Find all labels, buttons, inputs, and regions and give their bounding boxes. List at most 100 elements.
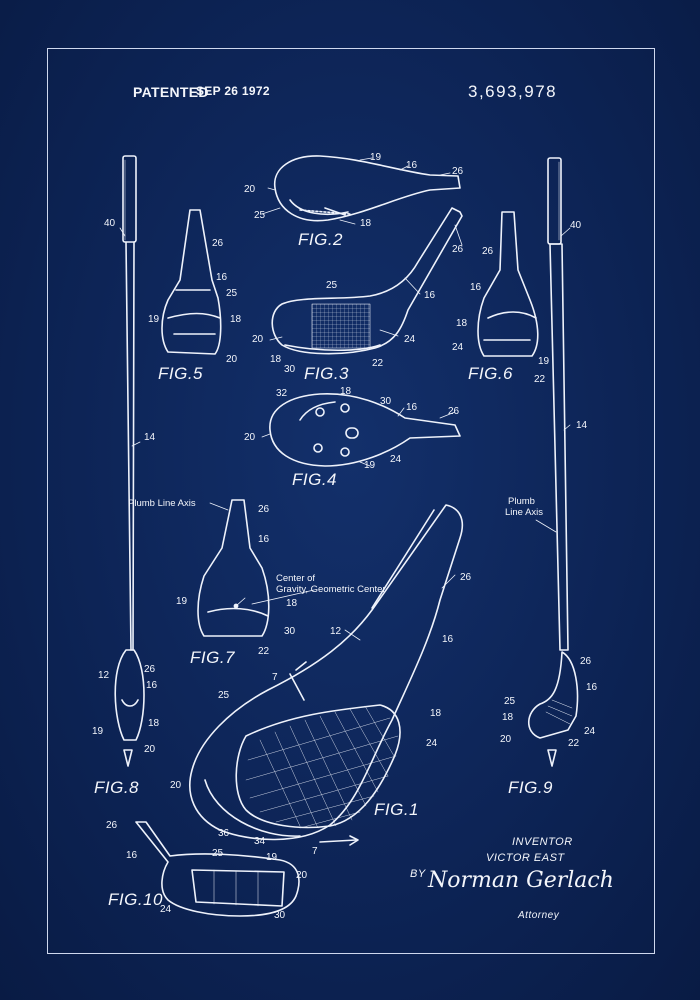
ref-numeral: 16 — [586, 682, 598, 693]
ref-numeral: 16 — [406, 402, 418, 413]
ref-numeral: 34 — [254, 836, 266, 847]
ref-numeral: 24 — [584, 726, 596, 737]
ref-numeral: 16 — [424, 290, 436, 301]
ref-numeral: 30 — [284, 626, 296, 637]
ref-numeral: 20 — [244, 184, 256, 195]
ref-numeral: 12 — [98, 670, 110, 681]
plumb-line-axis-left: Plumb Line Axis — [128, 498, 196, 509]
ref-numeral: 14 — [144, 432, 156, 443]
ref-numeral: 24 — [160, 904, 172, 915]
ref-numeral: 18 — [148, 718, 160, 729]
ref-numeral: 16 — [126, 850, 138, 861]
ref-numeral: 24 — [452, 342, 464, 353]
ref-numeral: 26 — [212, 238, 224, 249]
ref-numeral: 40 — [570, 220, 582, 231]
plumb-line-axis-right-2: Line Axis — [505, 507, 544, 518]
center-label-1: Center of — [276, 573, 316, 584]
fig5-label: FIG.5 — [158, 364, 204, 383]
ref-numeral: 22 — [258, 646, 270, 657]
ref-numeral: 22 — [568, 738, 580, 749]
ref-numeral: 14 — [576, 420, 588, 431]
patent-date: SEP 26 1972 — [196, 84, 270, 98]
ref-numeral: 32 — [276, 388, 288, 399]
ref-numeral: 25 — [218, 690, 230, 701]
ref-numeral: 19 — [148, 314, 160, 325]
fig7-drawing — [197, 499, 270, 637]
ref-numeral: 19 — [370, 152, 382, 163]
ref-numeral: 24 — [390, 454, 402, 465]
ref-numeral: 18 — [270, 354, 282, 365]
ref-numeral: 40 — [104, 218, 116, 229]
fig1-drawing — [189, 504, 464, 846]
fig9-label: FIG.9 — [508, 778, 554, 797]
fig7-label: FIG.7 — [190, 648, 236, 667]
ref-numeral: 30 — [284, 364, 296, 375]
fig9-drawing — [527, 157, 579, 767]
ref-numeral: 16 — [470, 282, 482, 293]
inventor-label: INVENTOR — [512, 836, 573, 848]
fig2-label: FIG.2 — [298, 230, 344, 249]
fig2-drawing — [274, 155, 461, 222]
ref-numeral: 25 — [504, 696, 516, 707]
ref-numeral: 26 — [144, 664, 156, 675]
attorney-signature: Norman Gerlach — [428, 868, 614, 893]
ref-numeral: 7 — [272, 672, 278, 683]
ref-numeral: 26 — [580, 656, 592, 667]
ref-numeral: 16 — [146, 680, 158, 691]
ref-numeral: 20 — [226, 354, 238, 365]
ref-numeral: 18 — [286, 598, 298, 609]
ref-numeral: 18 — [430, 708, 442, 719]
center-label-2: Gravity, Geometric Center — [276, 584, 386, 595]
ref-numeral: 18 — [340, 386, 352, 397]
fig3-label: FIG.3 — [304, 364, 350, 383]
ref-numeral: 30 — [274, 910, 286, 921]
ref-numeral: 24 — [404, 334, 416, 345]
fig3-drawing — [271, 207, 463, 355]
patent-number: 3,693,978 — [468, 82, 558, 101]
ref-numeral: 26 — [452, 166, 464, 177]
fig8-drawing — [114, 155, 145, 767]
ref-numeral: 16 — [216, 272, 228, 283]
ref-numeral: 7 — [312, 846, 318, 857]
ref-numeral: 16 — [442, 634, 454, 645]
ref-numeral: 20 — [500, 734, 512, 745]
ref-numeral: 18 — [360, 218, 372, 229]
fig4-drawing — [269, 393, 461, 467]
ref-numeral: 19 — [92, 726, 104, 737]
ref-numeral: 20 — [296, 870, 308, 881]
ref-numeral: 16 — [406, 160, 418, 171]
ref-numeral: 25 — [326, 280, 338, 291]
ref-numeral: 22 — [372, 358, 384, 369]
fig1-label: FIG.1 — [374, 800, 420, 819]
ref-numeral: 20 — [170, 780, 182, 791]
inventor-name: VICTOR EAST — [486, 852, 565, 864]
ref-numeral: 20 — [252, 334, 264, 345]
sheet-border — [47, 48, 655, 954]
ref-numeral: 25 — [226, 288, 238, 299]
ref-numeral: 12 — [330, 626, 342, 637]
patented-label: PATENTED — [133, 84, 209, 100]
ref-numeral: 20 — [144, 744, 156, 755]
ref-numeral: 22 — [534, 374, 546, 385]
ref-numeral: 18 — [456, 318, 468, 329]
fig10-drawing — [135, 821, 300, 917]
ref-numeral: 19 — [266, 852, 278, 863]
ref-numeral: 36 — [218, 828, 230, 839]
ref-numeral: 26 — [106, 820, 118, 831]
ref-numeral: 24 — [426, 738, 438, 749]
ref-numeral: 25 — [212, 848, 224, 859]
ref-numeral: 20 — [244, 432, 256, 443]
ref-numeral: 26 — [482, 246, 494, 257]
ref-numeral: 26 — [460, 572, 472, 583]
plumb-line-axis-right-1: Plumb — [508, 496, 535, 507]
ref-numeral: 18 — [230, 314, 242, 325]
ref-numeral: 26 — [448, 406, 460, 417]
fig4-label: FIG.4 — [292, 470, 338, 489]
fig10-label: FIG.10 — [108, 890, 163, 909]
leader-lines — [119, 157, 571, 641]
ref-numeral: 26 — [258, 504, 270, 515]
by-label: BY — [410, 868, 426, 880]
ref-numeral: 19 — [176, 596, 188, 607]
